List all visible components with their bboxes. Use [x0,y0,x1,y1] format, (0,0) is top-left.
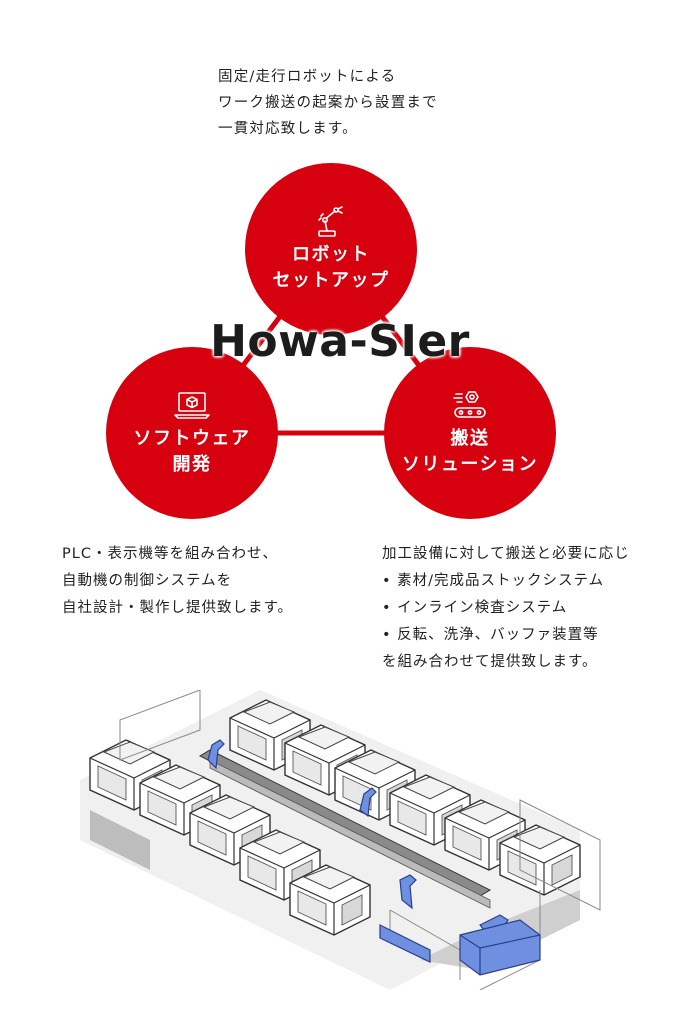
robot-setup-label-1: ロボット [292,244,370,265]
software-desc-line: 自社設計・製作し提供致します。 [62,600,294,616]
transport-desc-line: • 素材/完成品ストックシステム [382,573,605,589]
conveyor-icon [453,391,486,418]
laptop-cube-icon [174,392,210,419]
software-desc-line: PLC・表示機等を組み合わせ、 [62,546,278,562]
robot-setup-label-2: セットアップ [272,270,390,291]
robot-setup-node: ロボット セットアップ [245,163,417,335]
software-description: PLC・表示機等を組み合わせ、 自動機の制御システムを 自社設計・製作し提供致し… [62,541,293,622]
transport-desc-line: • インライン検査システム [382,600,568,616]
transport-solution-label-2: ソリューション [401,454,539,475]
factory-line-illustration [80,690,601,990]
transport-solution-label-1: 搬送 [450,428,490,449]
brand-title: Howa-SIer [210,316,470,367]
transport-desc-line: を組み合わせて提供致します。 [382,654,598,670]
intro-line: ワーク搬送の起案から設置まで [218,95,438,111]
software-dev-node: ソフトウェア 開発 [106,347,278,519]
software-dev-label-2: 開発 [172,454,212,475]
software-desc-line: 自動機の制御システムを [62,573,233,589]
intro-line: 固定/走行ロボットによる [218,69,397,85]
transport-solution-node: 搬送 ソリューション [384,347,556,519]
intro-line: 一貫対応致します。 [218,121,358,137]
intro-text: 固定/走行ロボットによる ワーク搬送の起案から設置まで 一貫対応致します。 [218,64,438,142]
robot-arm-icon [318,206,343,237]
transport-description: 加工設備に対して搬送と必要に応じ • 素材/完成品ストックシステム • インライ… [382,541,630,676]
transport-desc-line: 加工設備に対して搬送と必要に応じ [382,546,630,562]
transport-desc-line: • 反転、洗浄、バッファ装置等 [382,627,599,643]
software-dev-label-1: ソフトウェア [133,428,251,449]
